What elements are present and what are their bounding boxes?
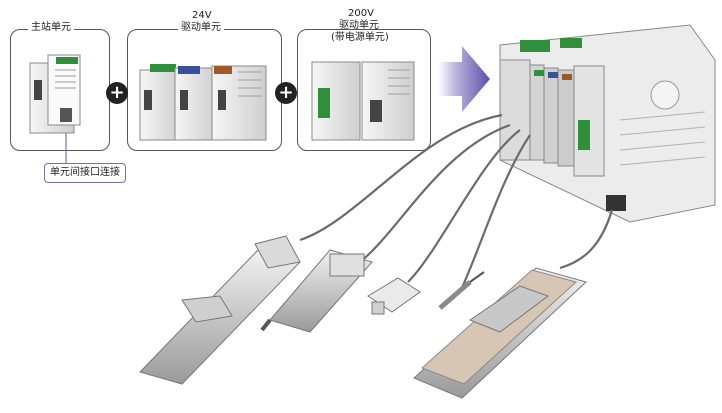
master-unit-module (29, 54, 81, 134)
unit-interface-callout: 单元间接口连接 (44, 163, 126, 183)
mini-rod-actuator (438, 271, 485, 310)
plus-icon: + (106, 82, 128, 104)
drive-200v-label-3: (带电源单元) (331, 32, 389, 43)
long-slider-actuator (139, 235, 301, 385)
plus-icon: + (275, 82, 297, 104)
assembled-controller (499, 24, 716, 223)
drive-200v-label-2: 驱动单元 (339, 20, 379, 31)
rod-actuator (260, 249, 373, 333)
drive-24v-label-1: 24V (192, 10, 212, 21)
drive-200v-label-1: 200V (348, 8, 374, 19)
drive-24v-label-2: 驱动单元 (178, 22, 224, 34)
arrow-right-icon (438, 46, 490, 112)
gripper-actuator (367, 277, 421, 315)
master-unit-label: 主站单元 (28, 22, 74, 34)
drive-200v-modules (311, 61, 415, 141)
large-slider-actuator (413, 267, 587, 399)
drive-24v-modules (139, 64, 267, 141)
cables (299, 113, 614, 293)
